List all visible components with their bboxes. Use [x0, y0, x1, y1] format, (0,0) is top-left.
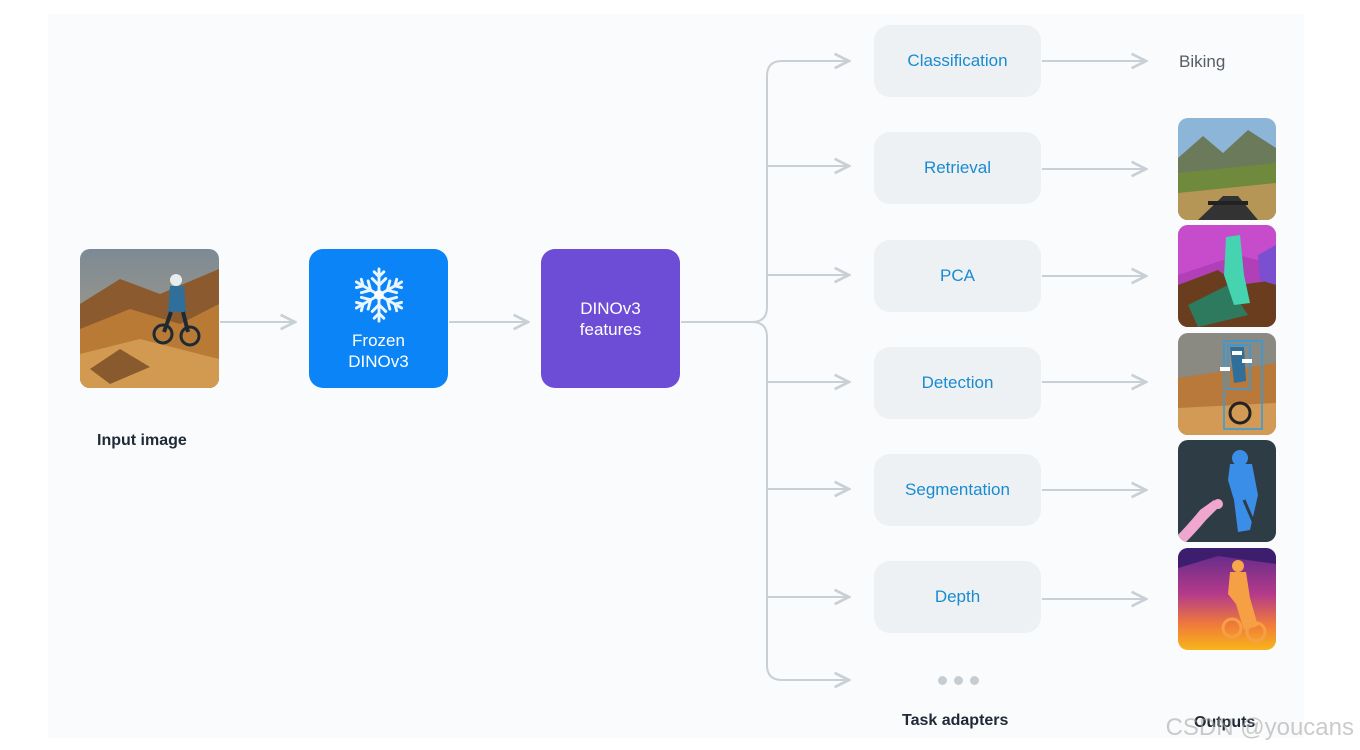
frozen-label-line1: Frozen [352, 330, 405, 350]
task-pca: PCA [874, 240, 1041, 312]
task-retrieval: Retrieval [874, 132, 1041, 204]
frozen-label-line2: DINOv3 [348, 351, 409, 371]
task-depth: Depth [874, 561, 1041, 633]
pca-output-image [1178, 225, 1276, 327]
dinov3-features-box: DINOv3 features [541, 249, 680, 388]
task-adapters-caption: Task adapters [902, 712, 1009, 729]
outputs-caption: Outputs [1194, 714, 1256, 731]
detection-output-image [1178, 333, 1276, 435]
retrieval-output-image [1178, 118, 1276, 220]
input-image [80, 249, 219, 388]
branch-trunk [751, 61, 849, 323]
depth-output-image [1178, 548, 1276, 650]
branch-trunk-lower [751, 321, 849, 680]
frozen-dinov3-box: Frozen DINOv3 [309, 249, 448, 388]
snowflake-icon [351, 266, 406, 323]
features-label-line2: features [579, 319, 642, 339]
more-tasks-ellipsis [938, 676, 979, 685]
classification-output: Biking [1179, 52, 1226, 71]
task-segmentation: Segmentation [874, 454, 1041, 526]
task-detection: Detection [874, 347, 1041, 419]
segmentation-output-image [1178, 440, 1276, 542]
task-classification: Classification [874, 25, 1041, 97]
features-label-line1: DINOv3 [580, 298, 641, 318]
watermark: CSDN @youcans [1165, 714, 1354, 741]
input-image-caption: Input image [97, 432, 187, 449]
